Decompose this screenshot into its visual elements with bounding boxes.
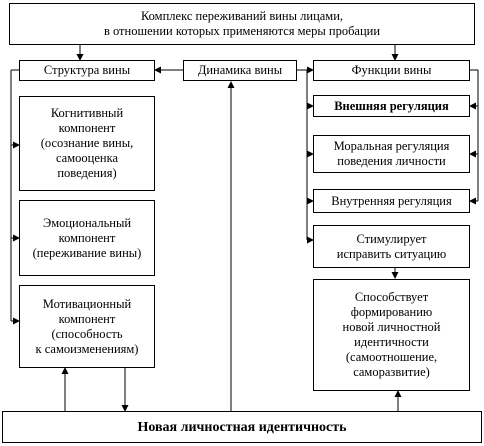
cognitive-line: Когнитивный <box>50 106 124 120</box>
cognitive-line: самооценка <box>55 151 119 165</box>
structure-title-box: Структура вины <box>19 60 155 81</box>
emotional-line: компонент <box>58 230 116 245</box>
contributes-line: (самоотношение, <box>345 350 438 364</box>
motivational-component-box: Мотивационный компонент (способность к с… <box>19 285 155 368</box>
motivational-line: компонент <box>58 311 116 326</box>
functions-title-box: Функции вины <box>313 60 470 81</box>
motivational-line: Мотивационный <box>42 296 132 311</box>
emotional-component-box: Эмоциональный компонент (переживание вин… <box>19 200 155 276</box>
stimulates-line: Стимулирует <box>356 231 427 246</box>
dynamics-title: Динамика вины <box>197 63 283 77</box>
external-regulation-box: Внешняя регуляция <box>313 95 470 117</box>
cognitive-line: (осознание вины, <box>40 136 134 150</box>
stimulates-line: исправить ситуацию <box>336 246 447 261</box>
contributes-line: формированию <box>350 305 433 319</box>
moral-line: Моральная регуляция <box>333 139 450 153</box>
internal-regulation-label: Внутренняя регуляция <box>331 193 452 208</box>
emotional-line: (переживание вины) <box>32 245 142 260</box>
new-identity-label: Новая личностная идентичность <box>137 419 347 435</box>
contributes-line: идентичности <box>354 335 429 349</box>
cognitive-line: поведения) <box>57 166 117 180</box>
dynamics-title-box: Динамика вины <box>183 60 297 81</box>
new-identity-box: Новая личностная идентичность <box>2 411 482 443</box>
stimulates-box: Стимулирует исправить ситуацию <box>313 225 470 268</box>
contributes-line: саморазвитие) <box>353 365 430 379</box>
moral-line: поведения личности <box>337 154 446 168</box>
top-box-line-1: Комплекс переживаний вины лицами, <box>140 9 344 23</box>
contributes-line: новой личностной <box>342 320 441 334</box>
functions-title: Функции вины <box>351 63 432 77</box>
emotional-line: Эмоциональный <box>42 215 132 230</box>
moral-regulation-box: Моральная регуляция поведения личности <box>313 135 470 173</box>
external-regulation-label: Внешняя регуляция <box>334 98 449 113</box>
contributes-box: Способствует формированию новой личностн… <box>313 279 470 391</box>
cognitive-component-box: Когнитивный компонент (осознание вины, с… <box>19 96 155 191</box>
top-box-line-2: в отношении которых применяются меры про… <box>103 24 381 38</box>
motivational-line: к самоизменениям) <box>35 341 139 356</box>
contributes-line: Способствует <box>354 290 429 304</box>
top-box-complex-of-guilt: Комплекс переживаний вины лицами, в отно… <box>9 3 475 45</box>
motivational-line: (способность <box>51 326 123 341</box>
structure-title: Структура вины <box>43 63 131 77</box>
cognitive-line: компонент <box>58 121 116 135</box>
internal-regulation-box: Внутренняя регуляция <box>313 189 470 213</box>
